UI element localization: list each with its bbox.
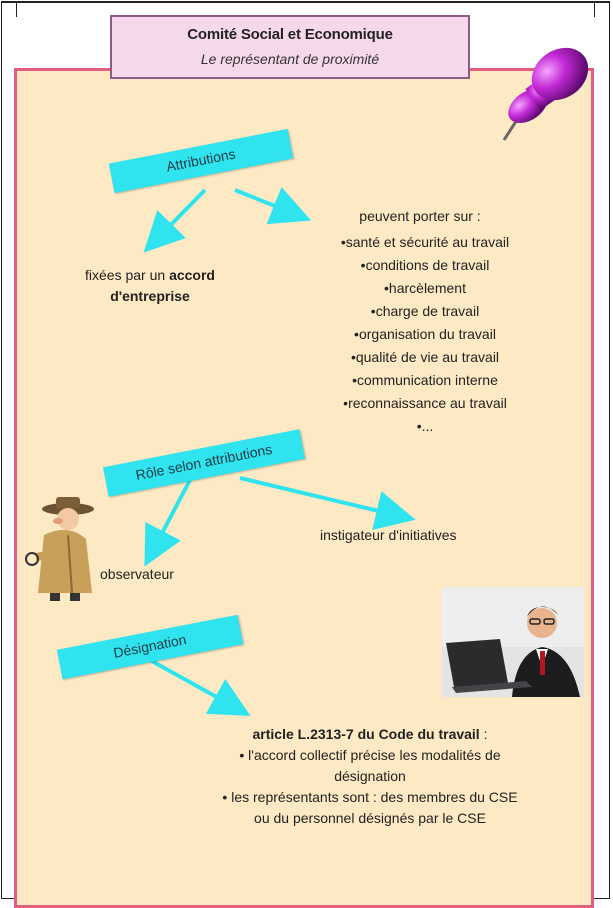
left-text-bold: accord xyxy=(169,267,215,283)
office-worker-laptop-icon xyxy=(442,587,584,697)
article-reference: article L.2313-7 du Code du travail xyxy=(252,726,480,742)
left-text-line2: d'entreprise xyxy=(110,288,190,304)
role-right-text: instigateur d'initiatives xyxy=(320,527,457,543)
article-suffix: : xyxy=(479,726,488,742)
list-item: qualité de vie au travail xyxy=(300,346,550,369)
attributions-left-text: fixées par un accord d'entreprise xyxy=(60,265,240,307)
list-item: organisation du travail xyxy=(300,323,550,346)
role-left-text: observateur xyxy=(100,566,174,582)
tag-attributions-label: Attributions xyxy=(164,145,237,175)
frame-corner-right xyxy=(594,3,609,17)
page-title: Comité Social et Economique xyxy=(187,26,393,43)
list-item: charge de travail xyxy=(300,300,550,323)
left-text-prefix: fixées par un xyxy=(85,267,170,283)
designation-point-2: • les représentants sont : des membres d… xyxy=(222,789,518,805)
frame-corner-left xyxy=(2,3,17,17)
designation-block: article L.2313-7 du Code du travail : • … xyxy=(160,724,580,829)
list-item: santé et sécurité au travail xyxy=(300,231,550,254)
page-subtitle: Le représentant de proximité xyxy=(200,51,380,67)
attributions-intro: peuvent porter sur : xyxy=(359,208,481,224)
detective-icon xyxy=(25,497,94,601)
list-item: conditions de travail xyxy=(300,254,550,277)
designation-article: article L.2313-7 du Code du travail : xyxy=(160,724,580,745)
designation-point-1-cont: désignation xyxy=(334,768,406,784)
list-item: reconnaissance au travail xyxy=(300,392,550,415)
push-pin-icon xyxy=(502,47,589,141)
point-text: les représentants sont : des membres du … xyxy=(231,789,518,805)
attributions-list: santé et sécurité au travail conditions … xyxy=(300,231,550,438)
point-text: l'accord collectif précise les modalités… xyxy=(248,747,501,763)
designation-point-1: • l'accord collectif précise les modalit… xyxy=(239,747,501,763)
list-item: communication interne xyxy=(300,369,550,392)
designation-point-2-cont: ou du personnel désignés par le CSE xyxy=(254,810,486,826)
list-item: ... xyxy=(300,415,550,438)
header-banner: Comité Social et Economique Le représent… xyxy=(110,15,470,79)
list-item: harcèlement xyxy=(300,277,550,300)
